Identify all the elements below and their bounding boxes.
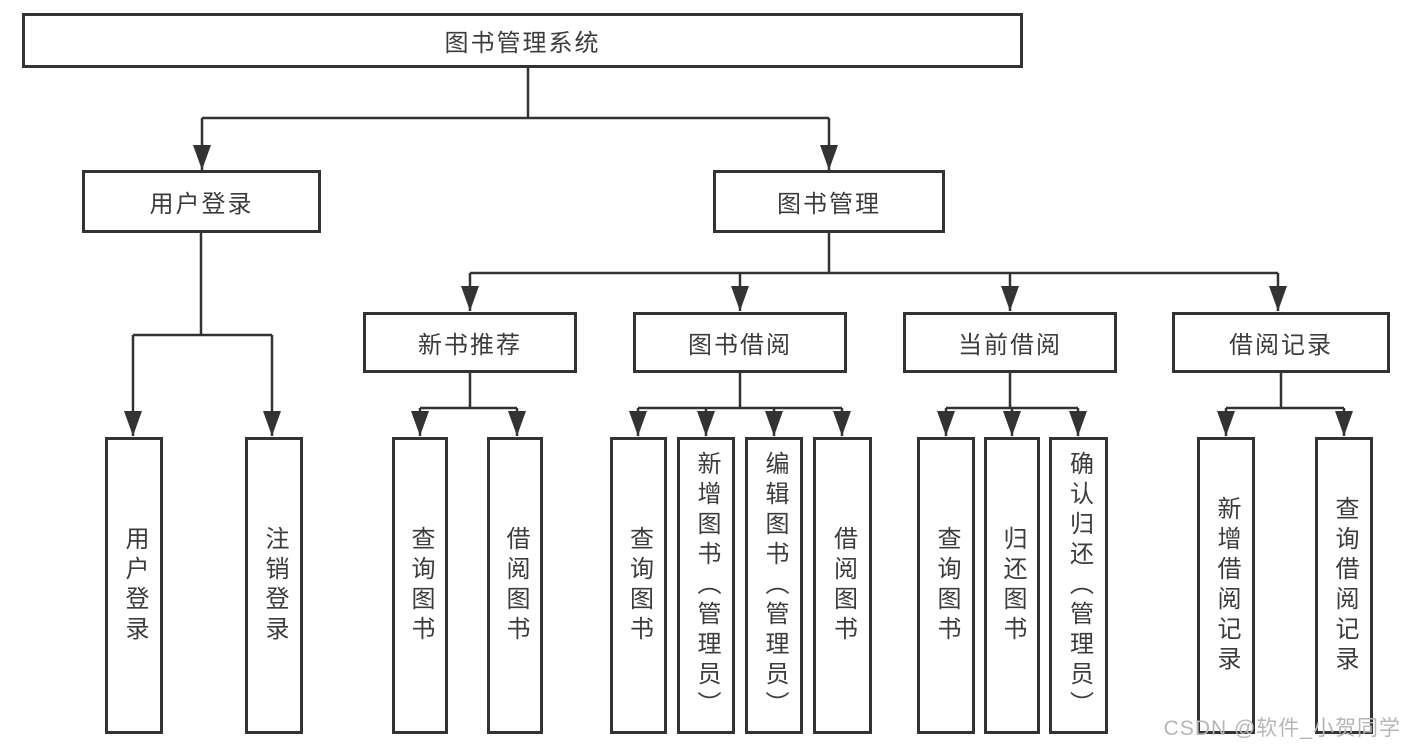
node-label: 查询图书 (407, 525, 434, 646)
node-book-management: 图书管理 (713, 170, 945, 233)
node-label: 查询借阅记录 (1331, 495, 1358, 676)
node-label: 注销登录 (261, 525, 288, 646)
node-label: 用户登录 (121, 525, 148, 646)
node-label: 查询图书 (625, 525, 653, 646)
node-add-books-admin: 新增图书（管理员） (677, 437, 735, 734)
node-label: 归还图书 (999, 525, 1026, 646)
node-label: 查询图书 (933, 525, 960, 646)
node-label: 图书借阅 (688, 332, 792, 359)
node-label: 图书管理系统 (444, 30, 601, 57)
node-label: 确认归还（管理员） (1065, 450, 1093, 721)
node-edit-books-admin: 编辑图书（管理员） (745, 437, 803, 734)
node-label: 借阅图书 (829, 525, 857, 646)
node-add-borrow-record: 新增借阅记录 (1197, 437, 1255, 734)
node-borrow-records: 借阅记录 (1172, 312, 1390, 373)
node-label: 当前借阅 (958, 332, 1062, 359)
node-query-books-current: 查询图书 (917, 437, 975, 734)
node-current-borrowing: 当前借阅 (903, 312, 1117, 373)
node-return-books: 归还图书 (984, 437, 1040, 734)
node-logout-action: 注销登录 (245, 437, 303, 734)
node-query-books-borrowing: 查询图书 (610, 437, 667, 734)
csdn-watermark: CSDN @软件_小贺同学 (1163, 717, 1401, 740)
node-query-borrow-record: 查询借阅记录 (1315, 437, 1373, 734)
node-query-books-recommend: 查询图书 (392, 437, 448, 734)
node-label: 新增借阅记录 (1213, 495, 1240, 676)
node-label: 新书推荐 (418, 332, 522, 359)
node-borrow-books-borrowing: 借阅图书 (813, 437, 872, 734)
node-user-login-action: 用户登录 (105, 437, 163, 734)
node-user-login: 用户登录 (82, 170, 321, 233)
node-label: 借阅图书 (502, 525, 529, 646)
node-label: 借阅记录 (1229, 332, 1333, 359)
node-label: 图书管理 (777, 191, 881, 218)
node-new-book-recommend: 新书推荐 (363, 312, 577, 373)
node-borrow-books-recommend: 借阅图书 (487, 437, 543, 734)
node-library-management-system: 图书管理系统 (22, 13, 1023, 68)
node-label: 新增图书（管理员） (693, 450, 720, 721)
node-label: 用户登录 (149, 191, 254, 218)
node-book-borrowing: 图书借阅 (633, 312, 847, 373)
node-label: 编辑图书（管理员） (761, 450, 788, 721)
node-confirm-return-admin: 确认归还（管理员） (1049, 437, 1108, 734)
